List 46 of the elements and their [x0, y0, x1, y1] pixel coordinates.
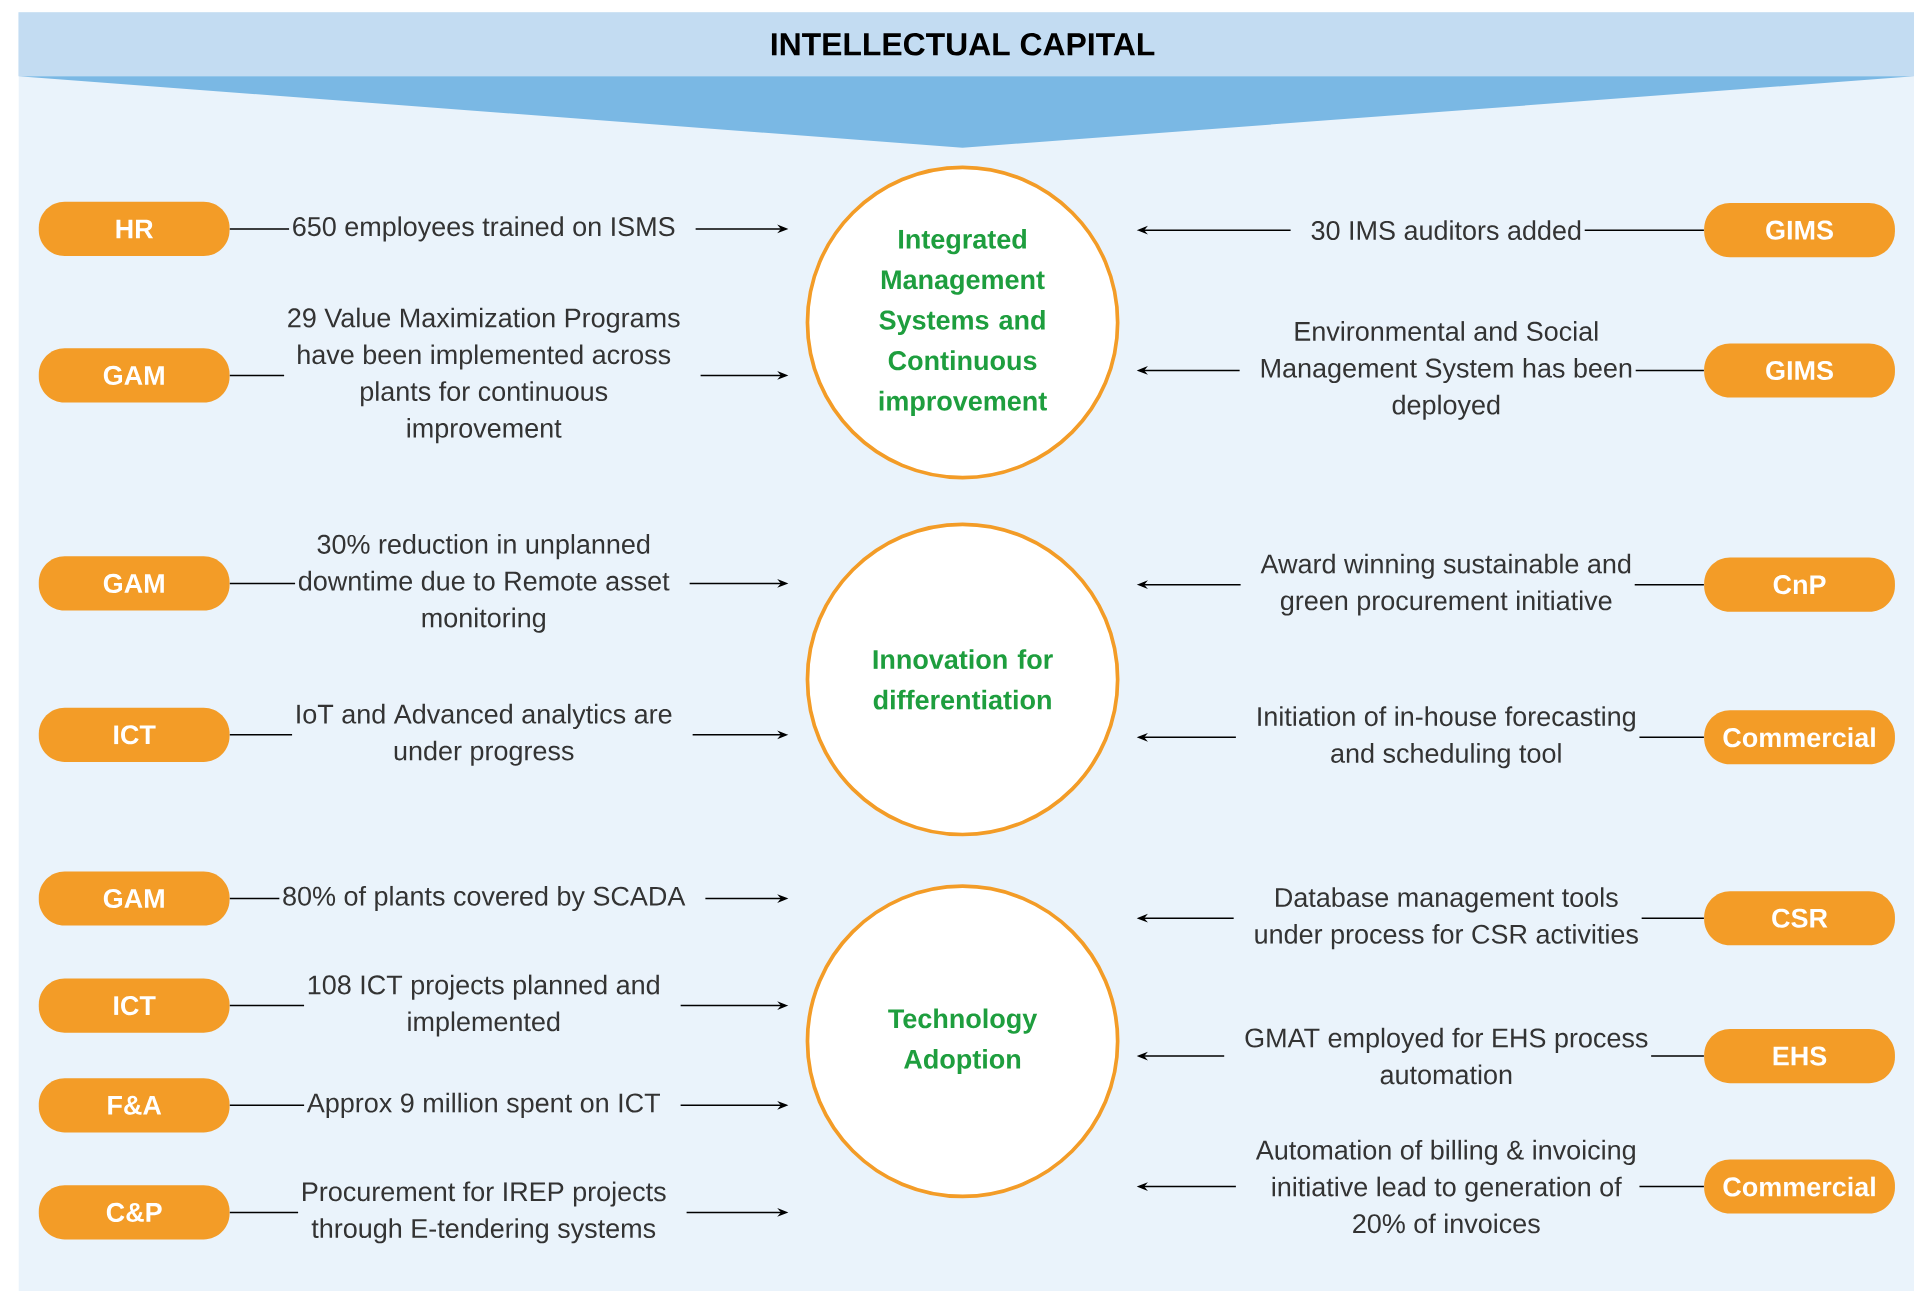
- connector-line: [1638, 736, 1705, 738]
- tag-pill: C&P: [38, 1185, 230, 1240]
- connector-line: [1650, 1055, 1705, 1057]
- tag-pill: GAM: [38, 556, 230, 611]
- description-text: Environmental and Social Management System has been deployed: [1261, 321, 1632, 420]
- description-text: Procurement for IREP projects through E-tendering systems: [303, 1181, 666, 1244]
- connector-line: [229, 734, 293, 736]
- description-text: Automation of billing & invoicing initiative lead to generation of 20% of invoices: [1255, 1139, 1635, 1234]
- tag-pill: GAM: [38, 348, 230, 403]
- tag-pill: ICT: [38, 707, 230, 762]
- tag-pill: ICT: [38, 978, 230, 1033]
- tag-pill: GAM: [38, 871, 230, 926]
- description-text: 30% reduction in unplanned downtime due to Remote asset monitoring: [298, 533, 670, 633]
- tag-pill: GIMS: [1704, 203, 1895, 258]
- connector-line: [1634, 369, 1705, 372]
- connector-line: [1634, 583, 1705, 586]
- description-text: Approx 9 million spent on ICT: [306, 1092, 660, 1118]
- tag-pill: EHS: [1704, 1028, 1895, 1084]
- connector-line: [1584, 229, 1705, 231]
- description-text: 650 employees trained on ISMS: [293, 216, 675, 242]
- connector-line: [229, 1104, 305, 1106]
- description-text: 29 Value Maximization Programs have been implemented across plants for continuous improvement: [288, 307, 680, 444]
- tag-pill: Commercial: [1704, 710, 1895, 765]
- title-banner: INTELLECTUAL CAPITAL: [18, 12, 1914, 148]
- description-text: 30 IMS auditors added: [1311, 220, 1581, 240]
- description-text: Award winning sustainable and green procurement initiative: [1260, 553, 1631, 616]
- description-text: GMAT employed for EHS process automation: [1245, 1027, 1648, 1085]
- description-text: IoT and Advanced analytics are under progress: [297, 703, 672, 766]
- tag-pill: CSR: [1704, 891, 1895, 946]
- tag-pill: HR: [38, 201, 230, 256]
- tag-pill: CnP: [1704, 557, 1895, 612]
- connector-line: [229, 582, 296, 585]
- connector-line: [229, 1211, 299, 1214]
- connector-line: [229, 897, 281, 900]
- connector-line: [1638, 1185, 1705, 1188]
- description-text: 108 ICT projects planned and implemented: [308, 974, 659, 1037]
- connector-line: [229, 228, 290, 230]
- tag-pill: F&A: [38, 1078, 230, 1133]
- tag-pill: Commercial: [1704, 1159, 1895, 1214]
- description-text: Initiation of in-house forecasting and scheduling tool: [1258, 706, 1635, 769]
- connector-line: [1640, 917, 1705, 919]
- description-text: Database management tools under process for CSR activities: [1255, 887, 1638, 950]
- description-text: 80% of plants covered by SCADA: [283, 885, 686, 911]
- connector-line: [229, 1004, 305, 1007]
- tag-pill: GIMS: [1704, 343, 1895, 398]
- connector-line: [229, 374, 285, 377]
